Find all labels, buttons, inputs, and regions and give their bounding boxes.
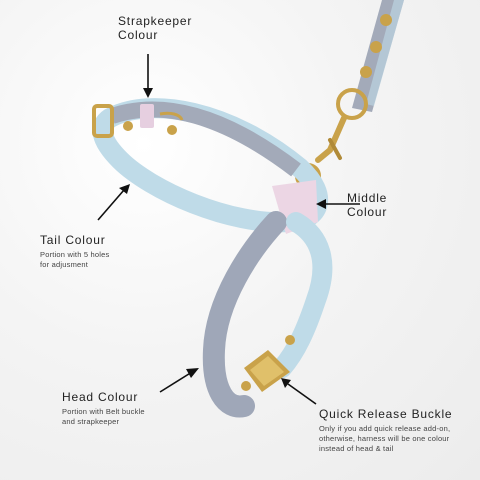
tail-desc-line1: Portion with 5 holes bbox=[40, 250, 110, 259]
strapkeeper-label: Strapkeeper Colour bbox=[118, 14, 192, 42]
qrb-desc-line2: otherwise, harness will be one colour bbox=[319, 434, 450, 443]
head-title: Head Colour bbox=[62, 390, 139, 404]
quick-release-title: Quick Release Buckle bbox=[319, 407, 453, 421]
leash bbox=[295, 0, 404, 189]
tail-title: Tail Colour bbox=[40, 233, 106, 247]
strapkeeper-title-line2: Colour bbox=[118, 28, 159, 42]
middle-title-line2: Colour bbox=[347, 205, 388, 219]
head-description: Portion with Belt buckle and strapkeeper bbox=[62, 407, 192, 427]
head-desc-line2: and strapkeeper bbox=[62, 417, 120, 426]
tail-description: Portion with 5 holes for adjusment bbox=[40, 250, 160, 270]
qrb-desc-line3: instead of head & tail bbox=[319, 444, 394, 453]
strapkeeper-title-line1: Strapkeeper bbox=[118, 14, 193, 28]
chest-loop bbox=[202, 211, 333, 418]
tail-arrowhead bbox=[119, 184, 130, 194]
strapkeeper-arrowhead bbox=[143, 88, 153, 98]
qrb-desc-line1: Only if you add quick release add-on, bbox=[319, 424, 451, 433]
tail-desc-line2: for adjusment bbox=[40, 260, 89, 269]
head-arrowhead bbox=[186, 368, 199, 378]
middle-title-line1: Middle bbox=[347, 191, 388, 205]
head-label: Head Colour Portion with Belt buckle and… bbox=[62, 390, 192, 427]
head-desc-line1: Portion with Belt buckle bbox=[62, 407, 145, 416]
middle-arrowhead bbox=[316, 199, 326, 209]
tail-label: Tail Colour Portion with 5 holes for adj… bbox=[40, 233, 160, 270]
tail-arrow bbox=[97, 189, 125, 221]
qrb-arrow bbox=[287, 383, 317, 405]
qrb-arrowhead bbox=[281, 378, 291, 388]
quick-release-description: Only if you add quick release add-on, ot… bbox=[319, 424, 479, 454]
head-arrow bbox=[159, 371, 193, 393]
annotation-arrows bbox=[97, 54, 360, 405]
middle-label: Middle Colour bbox=[347, 191, 387, 219]
quick-release-label: Quick Release Buckle Only if you add qui… bbox=[319, 407, 479, 454]
